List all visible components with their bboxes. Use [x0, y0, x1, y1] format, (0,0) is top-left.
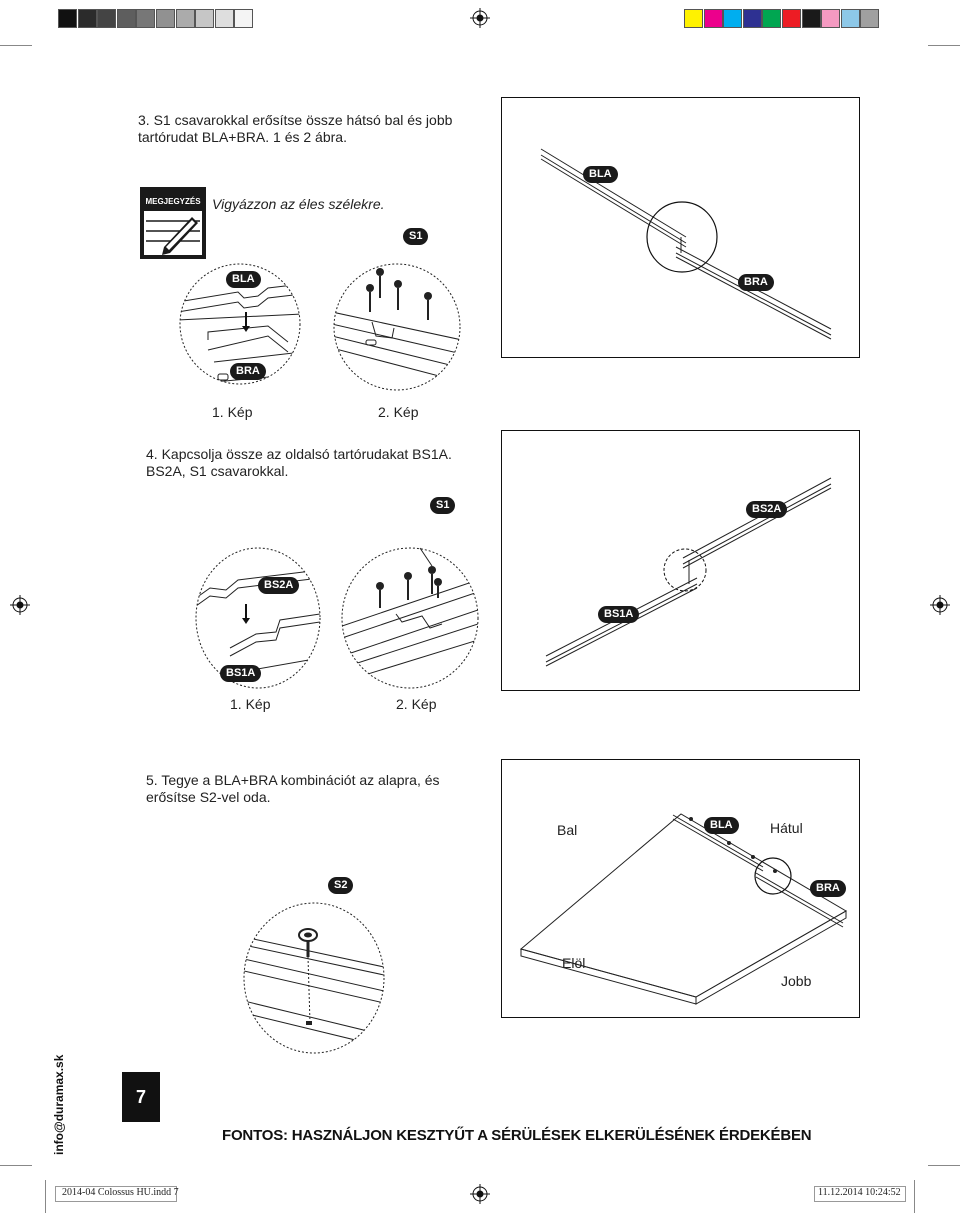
step4-frame-bottom-label: BS1A — [598, 606, 640, 623]
gray-swatch — [97, 9, 117, 28]
registration-mark-icon — [470, 8, 490, 28]
step4-caption1: 1. Kép — [230, 696, 271, 712]
slug-left — [55, 1186, 177, 1202]
step3-rail-drawing — [540, 148, 832, 340]
step3-frame-top-label: BLA — [583, 166, 618, 183]
gray-swatch — [58, 9, 77, 28]
crop-mark — [928, 45, 960, 46]
color-swatch — [723, 9, 743, 28]
step5-bal-label: Bal — [557, 822, 578, 838]
page-number: 7 — [135, 1086, 146, 1107]
step4-fig1-bottom-label: BS1A — [220, 665, 262, 682]
step3-caption1: 1. Kép — [212, 404, 253, 420]
step4-line1: 4. Kapcsolja össze az oldalsó tartórudak… — [146, 446, 452, 462]
step3-fig1-top-label: BLA — [226, 271, 261, 288]
step4-overview-frame — [501, 430, 860, 691]
step5-overview-frame — [501, 759, 860, 1018]
note-text: Vigyázzon az éles szélekre. — [212, 196, 385, 212]
step5-s2-label: S2 — [328, 877, 354, 894]
step3-line2: tartórudat BLA+BRA. 1 és 2 ábra. — [138, 129, 347, 145]
step4-rail-drawing — [545, 477, 832, 667]
crop-mark — [0, 45, 32, 46]
step3-fig2-label: S1 — [403, 228, 429, 245]
crop-mark — [928, 1165, 960, 1166]
color-swatch — [821, 9, 841, 28]
crop-mark — [45, 1180, 46, 1213]
step3-text: 3. S1 csavarokkal erősítse össze hátsó b… — [138, 112, 452, 146]
step4-line2: BS2A, S1 csavarokkal. — [146, 463, 289, 479]
side-url: info@duramax.sk — [52, 1054, 66, 1155]
registration-mark-icon — [930, 595, 950, 615]
gray-swatch — [214, 9, 234, 28]
step4-caption2: 2. Kép — [396, 696, 437, 712]
registration-mark-icon — [470, 1184, 490, 1204]
step5-elol-label: Elöl — [562, 955, 586, 971]
step5-text: 5. Tegye a BLA+BRA kombinációt az alapra… — [146, 772, 440, 806]
gray-swatch — [156, 9, 175, 28]
step3-fig2-detail — [333, 263, 461, 391]
gray-swatch — [116, 9, 136, 28]
step3-fig1-detail — [179, 263, 301, 385]
step4-fig2-detail — [341, 547, 479, 689]
step5-bra-label: BRA — [810, 880, 846, 897]
gray-swatch — [234, 9, 254, 28]
step5-line1: 5. Tegye a BLA+BRA kombinációt az alapra… — [146, 772, 440, 788]
page-number-box: 7 — [122, 1072, 160, 1122]
color-swatch — [742, 9, 762, 28]
step3-overview-frame — [501, 97, 860, 358]
step5-base-drawing — [519, 813, 847, 1005]
step3-line1: 3. S1 csavarokkal erősítse össze hátsó b… — [138, 112, 453, 128]
registration-mark-icon — [10, 595, 30, 615]
gray-swatch — [77, 9, 97, 28]
gray-swatch — [136, 9, 156, 28]
color-swatch — [840, 9, 860, 28]
step4-fig1-top-label: BS2A — [258, 577, 300, 594]
gray-swatch — [175, 9, 195, 28]
note-badge: MEGJEGYZÉS — [145, 197, 201, 206]
step5-line2: erősítse S2-vel oda. — [146, 789, 271, 805]
color-swatch — [762, 9, 782, 28]
step5-s2-detail — [243, 902, 385, 1054]
step3-caption2: 2. Kép — [378, 404, 419, 420]
color-swatch — [684, 9, 703, 28]
color-swatch — [860, 9, 880, 28]
step4-text: 4. Kapcsolja össze az oldalsó tartórudak… — [146, 446, 452, 480]
slug-left-text: 2014-04 Colossus HU.indd 7 — [62, 1187, 179, 1198]
pencil-note-icon — [144, 211, 202, 255]
safety-warning: FONTOS: HASZNÁLJON KESZTYŰT A SÉRÜLÉSEK … — [222, 1127, 812, 1144]
crop-mark — [0, 1165, 32, 1166]
step5-bla-label: BLA — [704, 817, 739, 834]
color-swatch — [782, 9, 801, 28]
step4-frame-top-label: BS2A — [746, 501, 788, 518]
step3-frame-bottom-label: BRA — [738, 274, 774, 291]
gray-swatch — [195, 9, 215, 28]
slug-right — [814, 1186, 906, 1202]
step5-jobb-label: Jobb — [781, 973, 812, 989]
color-swatch — [703, 9, 723, 28]
step3-fig1-bottom-label: BRA — [230, 363, 266, 380]
slug-right-text: 11.12.2014 10:24:52 — [818, 1187, 901, 1198]
note-box: MEGJEGYZÉS — [140, 187, 206, 259]
step4-fig2-label: S1 — [430, 497, 456, 514]
crop-mark — [914, 1180, 915, 1213]
step5-hatul-label: Hátul — [770, 820, 803, 836]
color-swatch — [801, 9, 821, 28]
